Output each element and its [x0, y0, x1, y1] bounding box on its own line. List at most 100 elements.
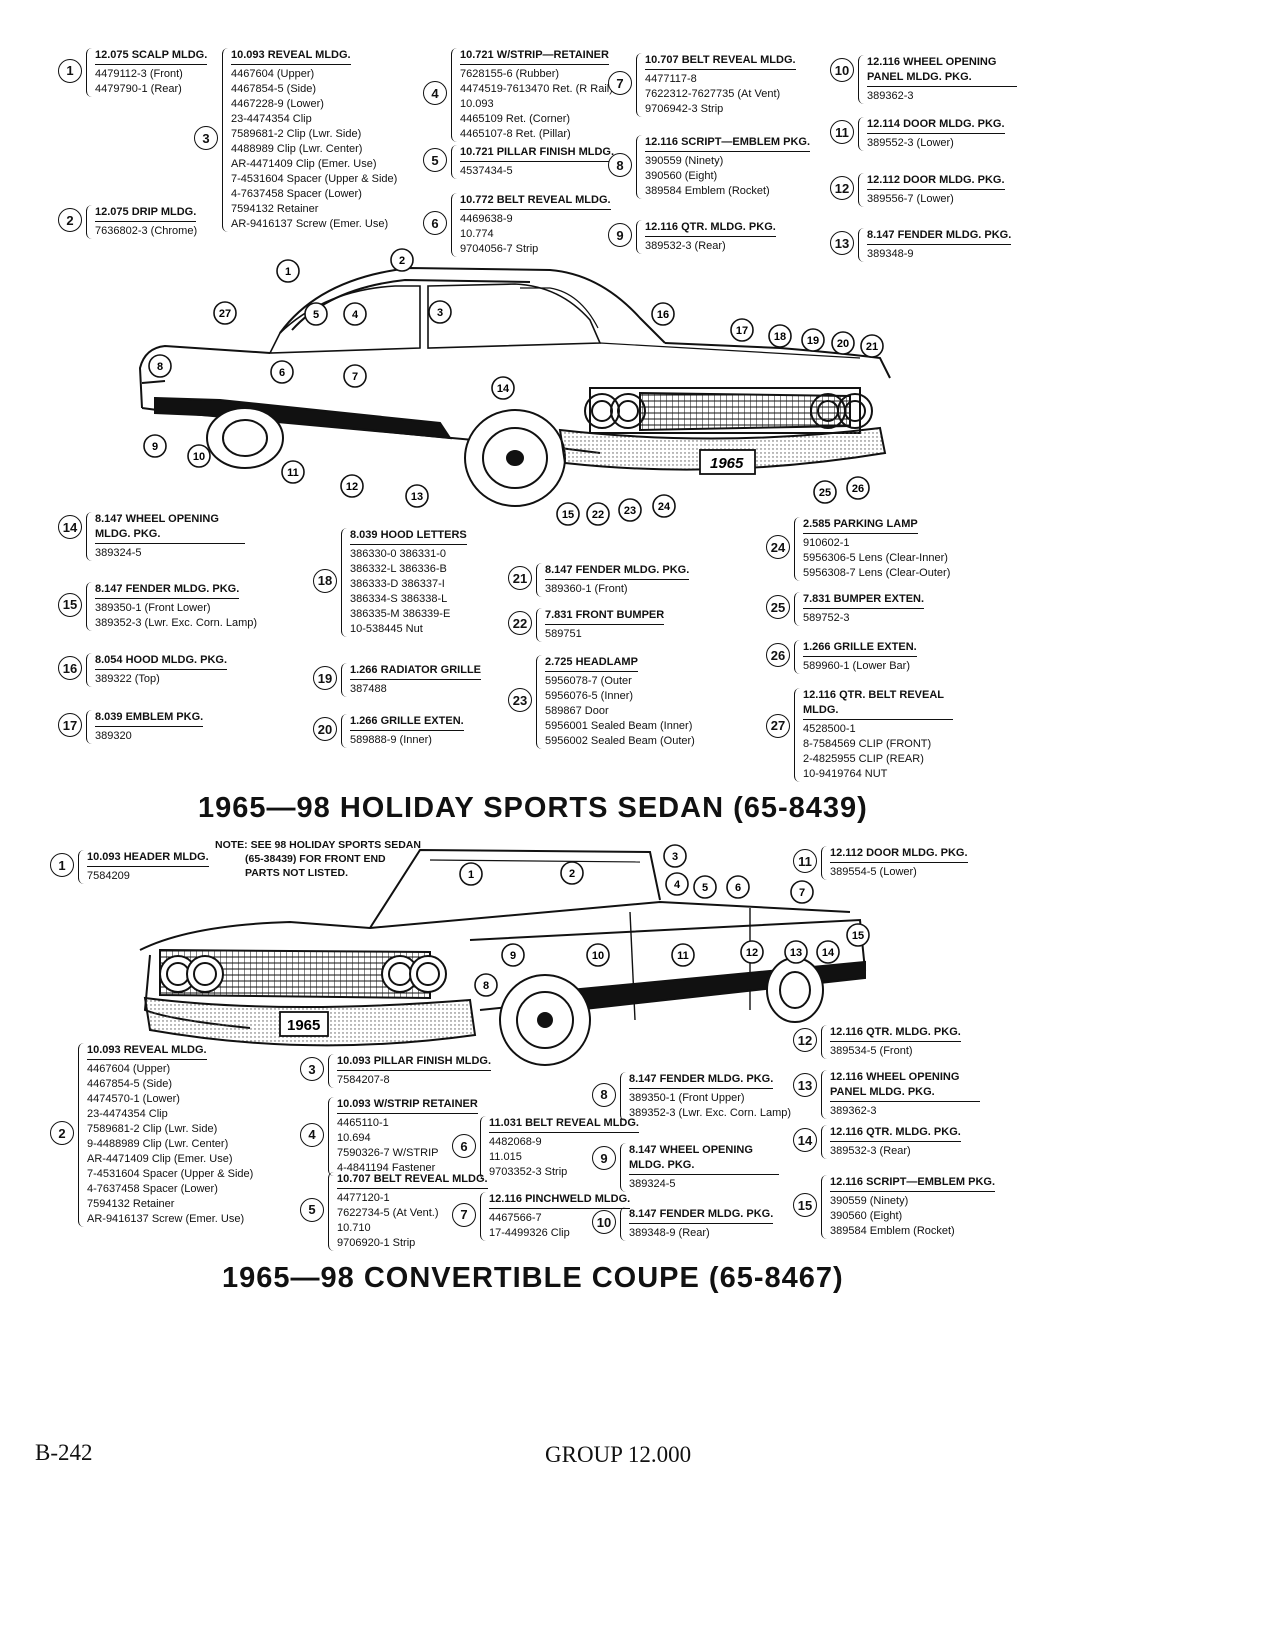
label-circle [652, 494, 676, 518]
callout-number-circle: 3 [300, 1057, 324, 1081]
callout-body: 12.116 WHEEL OPENING PANEL MLDG. PKG. 389… [867, 55, 1017, 104]
diagram-label-8: 8 [148, 354, 172, 378]
brace [636, 220, 643, 254]
callout-number-circle: 20 [313, 717, 337, 741]
part-line: 7-4531604 Spacer (Upper & Side) [87, 1168, 254, 1180]
callout-number-circle: 2 [50, 1121, 74, 1145]
part-line: 9706942-3 Strip [645, 103, 724, 115]
brace [858, 55, 865, 104]
part-line: 4528500-1 [803, 723, 856, 735]
part-line: 4465109 Ret. (Corner) [460, 113, 571, 125]
part-line: 389350-1 (Front Upper) [629, 1092, 745, 1104]
brace [821, 1070, 828, 1119]
callout-number-circle: 21 [508, 566, 532, 590]
part-line: 7628155-6 (Rubber) [460, 68, 560, 80]
note-line: (65-38439) FOR FRONT END [245, 853, 386, 865]
part-line: 9-4488989 Clip (Lwr. Center) [87, 1138, 229, 1150]
label-circle [726, 875, 750, 899]
callout-body: 10.093 REVEAL MLDG.4467604 (Upper)446785… [87, 1043, 253, 1227]
label-text: 1 [285, 266, 291, 278]
part-line: 389348-9 [867, 248, 914, 260]
brace [636, 53, 643, 117]
label-circle [663, 844, 687, 868]
label-circle [304, 302, 328, 326]
diagram-label-21: 21 [860, 334, 884, 358]
part-line: 4469638-9 [460, 213, 513, 225]
convertible-plate-text: 1965 [287, 1017, 320, 1034]
part-line: 389534-5 (Front) [830, 1045, 913, 1057]
part-line: 386334-S 386338-L [350, 593, 448, 605]
brace [86, 710, 93, 744]
callout-body: 12.112 DOOR MLDG. PKG.389556-7 (Lower) [867, 173, 1005, 207]
part-line: 389532-3 (Rear) [830, 1145, 911, 1157]
label-text: 9 [510, 950, 516, 962]
part-line: 390559 (Ninety) [830, 1195, 909, 1207]
callout-number-circle: 15 [58, 592, 82, 617]
label-circle [270, 360, 294, 384]
brace [821, 1025, 828, 1059]
callout-number-circle: 8 [592, 1082, 616, 1107]
part-line: 5956001 Sealed Beam (Inner) [545, 720, 693, 732]
brace [536, 608, 543, 642]
diagram-label-20: 20 [831, 331, 855, 355]
part-line: 389360-1 (Front) [545, 583, 628, 595]
label-text: 2 [569, 868, 575, 880]
label-circle [693, 875, 717, 899]
brace [794, 517, 801, 581]
part-line: 386332-L 386336-B [350, 563, 447, 575]
callout-heading: 10.093 PILLAR FINISH MLDG. [337, 1054, 492, 1071]
label-text: 27 [219, 308, 231, 320]
callout-body: 8.147 WHEEL OPENING MLDG. PKG.389324-5 [629, 1143, 779, 1192]
label-circle [831, 331, 855, 355]
brace [328, 1054, 335, 1088]
part-line: 389532-3 (Rear) [645, 240, 726, 252]
brace [451, 48, 458, 142]
label-text: 26 [852, 483, 864, 495]
callout-number-circle: 26 [766, 643, 790, 667]
callout-heading: 12.075 SCALP MLDG. [95, 48, 208, 65]
part-line: 389352-3 (Lwr. Exc. Corn. Lamp) [629, 1107, 792, 1119]
label-circle [390, 248, 414, 272]
part-line: 389362-3 [867, 90, 914, 102]
callout-heading: 12.116 WHEEL OPENING PANEL MLDG. PKG. [867, 55, 1017, 87]
diagram-label-15: 15 [846, 923, 870, 947]
part-line: 390559 (Ninety) [645, 155, 724, 167]
callout-body: 8.147 FENDER MLDG. PKG.389350-1 (Front U… [629, 1072, 791, 1121]
label-circle [405, 484, 429, 508]
label-text: 7 [352, 371, 358, 383]
callout-heading: 12.112 DOOR MLDG. PKG. [867, 173, 1005, 190]
callout-heading: 10.707 BELT REVEAL MLDG. [337, 1172, 488, 1189]
label-circle [846, 476, 870, 500]
callout-heading: 8.147 FENDER MLDG. PKG. [95, 582, 240, 599]
callout-body: 10.093 REVEAL MLDG.4467604 (Upper)446785… [231, 48, 397, 232]
label-text: 17 [736, 325, 748, 337]
part-line: 389554-5 (Lower) [830, 866, 917, 878]
callout-body: 12.116 QTR. MLDG. PKG.389532-3 (Rear) [645, 220, 776, 254]
part-line: 386330-0 386331-0 [350, 548, 447, 560]
convertible-callout-2: 2 10.093 REVEAL MLDG.4467604 (Upper)44678… [50, 1043, 253, 1227]
brace [794, 640, 801, 674]
page-number: B-242 [35, 1440, 93, 1465]
brace [451, 145, 458, 179]
label-text: 13 [411, 491, 423, 503]
diagram-label-25: 25 [813, 480, 837, 504]
label-circle [768, 324, 792, 348]
callout-body: 10.093 HEADER MLDG.7584209 [87, 850, 209, 884]
label-text: 18 [774, 331, 786, 343]
callout-heading: 7.831 FRONT BUMPER [545, 608, 665, 625]
callout-heading: 12.116 WHEEL OPENING PANEL MLDG. PKG. [830, 1070, 980, 1102]
